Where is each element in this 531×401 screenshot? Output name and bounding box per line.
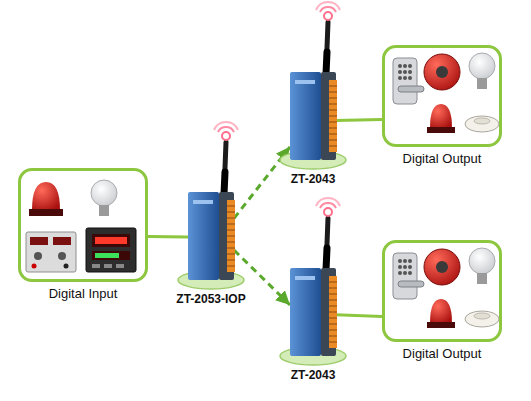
group-label: Digital Output [403,151,482,166]
module-label: ZT-2043 [291,172,336,186]
device-group-box: Digital Input [18,168,148,282]
box-ground [18,45,502,342]
group-label: Digital Output [403,346,482,361]
input-icons [26,180,136,272]
wired-link [148,235,188,238]
wireless-module: ZT-2053-IOP [188,192,234,280]
wired-link [336,315,382,317]
device-group-box: Digital Output [382,240,502,342]
wired-link [336,118,382,122]
group-label: Digital Input [49,286,118,301]
output-icons [393,53,499,328]
device-group-box: Digital Output [382,45,502,147]
module-label: ZT-2043 [291,368,336,382]
module-label: ZT-2053-IOP [176,292,245,306]
wireless-module: ZT-2043 [290,72,336,160]
wireless-module [178,2,346,365]
wireless-module: ZT-2043 [290,268,336,356]
